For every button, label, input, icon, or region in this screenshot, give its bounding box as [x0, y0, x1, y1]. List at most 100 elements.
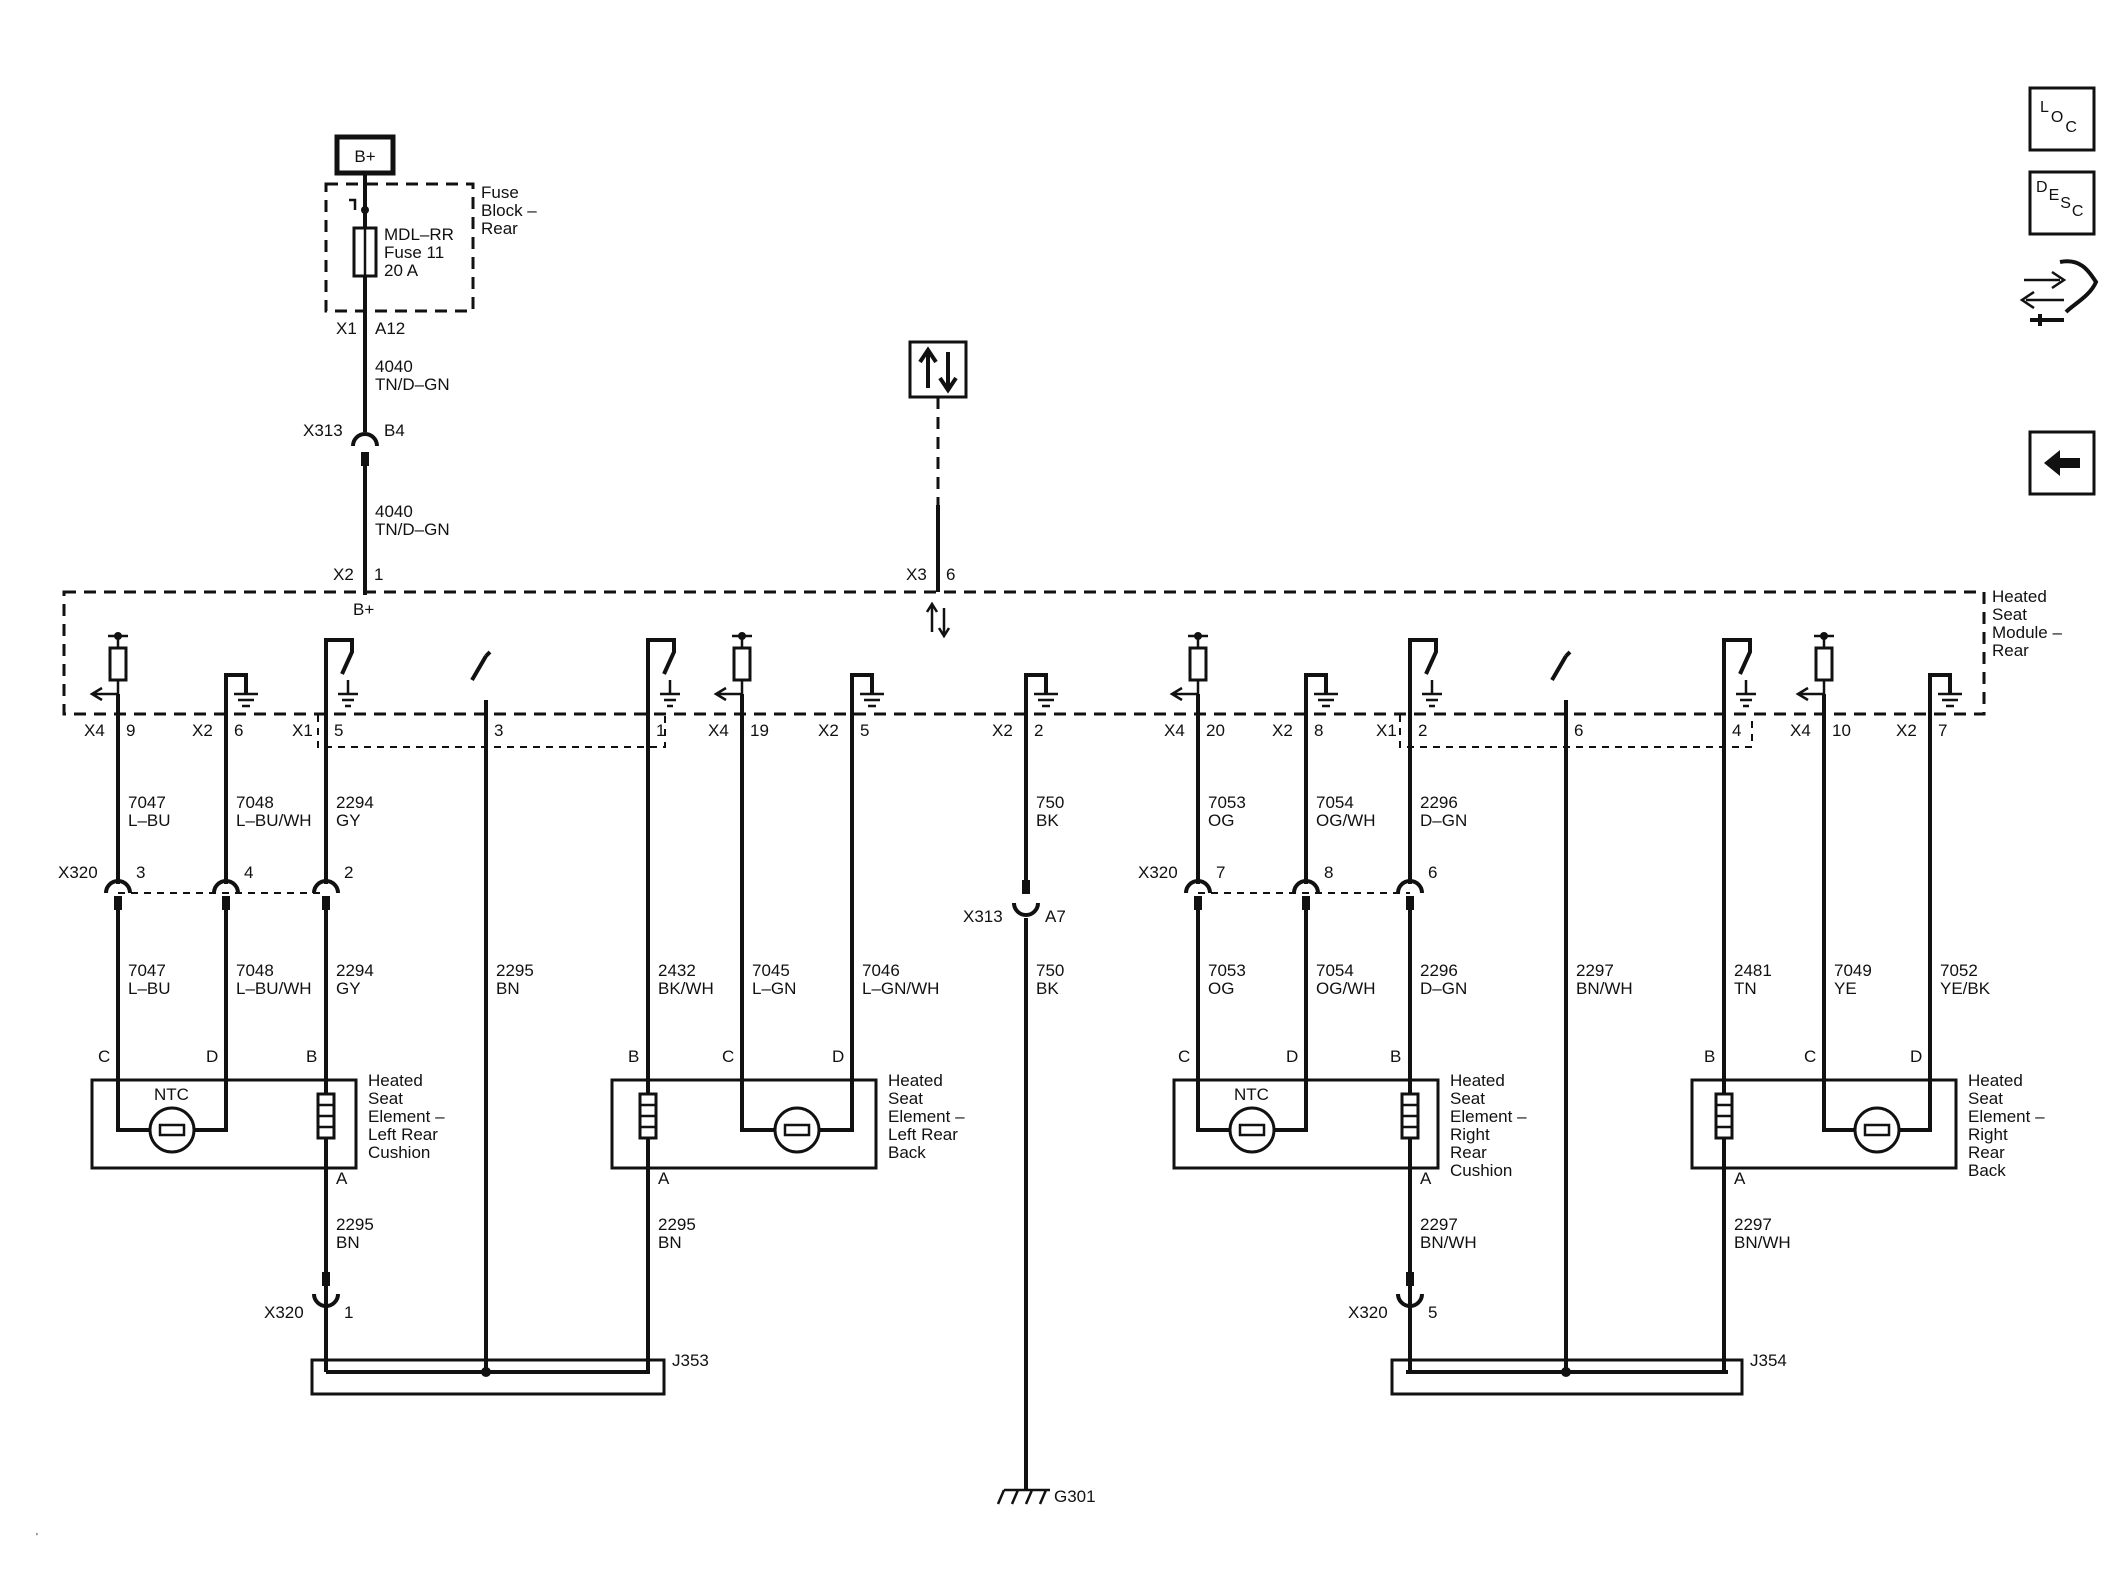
element-pin: B	[306, 1047, 317, 1066]
svg-text:': '	[36, 1532, 38, 1543]
module-pin-4: 4	[1732, 721, 1741, 740]
desc-button[interactable]: DESC	[2028, 170, 2096, 236]
fuse-block-outline	[324, 182, 475, 313]
inline-conn-x313: X313	[303, 421, 343, 440]
x320-cavity	[104, 879, 132, 894]
signal-arrow	[1169, 680, 1200, 702]
x320-bottom-body	[322, 1272, 330, 1286]
switch-ground-icon	[338, 680, 358, 708]
x320-cavity	[312, 879, 340, 894]
module-pin-3: 3	[494, 721, 503, 740]
heater-grid-lines	[318, 1103, 334, 1129]
element-pin: C	[1804, 1047, 1816, 1066]
element-pin-a: A	[1734, 1169, 1746, 1188]
x320-pin-body	[1406, 896, 1414, 910]
module-pin-5: 5	[334, 721, 343, 740]
signal-arrow	[1795, 680, 1826, 702]
switch-ground-icon	[1422, 680, 1442, 708]
driver-switch-wire	[324, 638, 354, 740]
ground-return-wire	[1304, 673, 1328, 740]
back-button[interactable]	[2028, 430, 2096, 496]
element-pin: C	[722, 1047, 734, 1066]
module-label: Heated Seat Module – Rear	[1992, 587, 2067, 660]
switch-ground-icon	[660, 680, 680, 708]
module-pin-19: 19	[750, 721, 769, 740]
element-pin-a: A	[658, 1169, 670, 1188]
fuse-label: MDL–RR Fuse 11 20 A	[384, 225, 459, 280]
module-pin-6: 6	[234, 721, 243, 740]
x320-pin-label: 2	[344, 863, 353, 882]
serial-data-icon	[918, 346, 958, 394]
loc-button[interactable]: LOC	[2028, 86, 2096, 152]
ground-return-wire	[224, 673, 248, 740]
module-pin-10: 10	[1832, 721, 1851, 740]
signal-arrow	[713, 680, 744, 702]
component-view-button[interactable]	[2019, 259, 2099, 326]
module-pin-5: 5	[860, 721, 869, 740]
module-conn-x2: X2	[333, 565, 354, 584]
serial-pin-6: 6	[946, 565, 955, 584]
module-serial-icon	[925, 601, 951, 639]
ground-return-wire	[1024, 673, 1048, 740]
fuse-block-label: Fuse Block – Rear	[481, 183, 541, 238]
x320-bottom-cavity	[1396, 1293, 1424, 1308]
splice-pack	[1390, 1358, 1744, 1396]
driver-switch-wire	[646, 638, 676, 740]
serial-data-box	[908, 340, 968, 399]
x320-bottom-pin: 1	[344, 1303, 353, 1322]
x320-pin-label: 4	[244, 863, 253, 882]
element-pin: D	[832, 1047, 844, 1066]
module-pin-6: 6	[1574, 721, 1583, 740]
module-conn-x1: X1	[1376, 721, 1397, 740]
ntc-thermistor	[148, 1106, 196, 1154]
ntc-thermistor	[1228, 1106, 1276, 1154]
module-conn-x4: X4	[708, 721, 729, 740]
x320-cavity	[1396, 879, 1424, 894]
x320-pin-label: 6	[1428, 863, 1437, 882]
heater-grid-lines	[640, 1103, 656, 1129]
ground-icon	[234, 692, 258, 708]
element-pin-a: A	[1420, 1169, 1432, 1188]
pullup-resistor	[1188, 646, 1208, 682]
ntc-thermistor	[1853, 1106, 1901, 1154]
splice-node	[1561, 1367, 1571, 1377]
element-pin: D	[1910, 1047, 1922, 1066]
component-view-icon	[2019, 270, 2067, 310]
ground-icon	[860, 692, 884, 708]
x320-pin-body	[114, 896, 122, 910]
ntc-label: NTC	[1234, 1085, 1269, 1104]
x320-conn-label: X320	[1138, 863, 1178, 882]
ground-icon	[1314, 692, 1338, 708]
pullup-resistor	[108, 646, 128, 682]
module-pin-9: 9	[126, 721, 135, 740]
x320-pin-body	[322, 896, 330, 910]
module-conn-x2: X2	[992, 721, 1013, 740]
module-bplus-label: B+	[353, 600, 374, 619]
element-pin: B	[1704, 1047, 1715, 1066]
switch-contact	[470, 650, 492, 682]
heater-grid-lines	[1402, 1103, 1418, 1129]
driver-switch-wire	[1722, 638, 1752, 740]
x313-b4-connector	[351, 432, 379, 447]
